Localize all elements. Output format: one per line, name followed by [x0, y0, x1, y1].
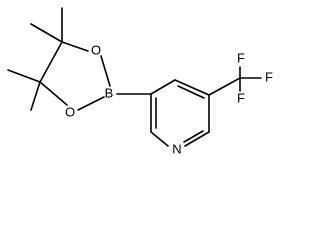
bond-c1-o-top [61, 41, 89, 52]
bond-ring-c4-c5 [174, 79, 210, 96]
chemical-structure: O O B N F F F [7, 7, 273, 156]
fluorine-right-label: F [265, 69, 273, 84]
oxygen-bottom-label: O [65, 104, 75, 119]
fluorine-bottom-label: F [237, 90, 245, 105]
bond-layer [7, 7, 262, 147]
bond-methyl-bottom-left [7, 69, 41, 83]
bond-ring-n-c2 [150, 131, 169, 147]
fluorine-top-label: F [237, 50, 245, 65]
nitrogen-label: N [172, 141, 181, 156]
bond-ring-cf3 [208, 77, 241, 96]
bond-c1-c2 [39, 41, 63, 83]
bond-ring-c4-c5-inner [177, 85, 205, 99]
bond-ring-c6-n-inner [183, 130, 204, 143]
oxygen-top-label: O [91, 42, 101, 57]
bond-methyl-bottom-down [30, 81, 41, 111]
bond-o-bottom-boron [77, 96, 105, 111]
bond-ring-c3-c4 [150, 79, 176, 95]
bond-o-top-boron [100, 55, 111, 87]
bond-c2-o-bottom [39, 81, 68, 106]
bond-ring-c6-n [184, 131, 210, 147]
structure-canvas: O O B N F F F [7, 7, 274, 157]
boron-label: B [105, 85, 114, 100]
atom-label-layer: O O B N F F F [65, 42, 273, 156]
bond-methyl-top-left [30, 23, 63, 43]
